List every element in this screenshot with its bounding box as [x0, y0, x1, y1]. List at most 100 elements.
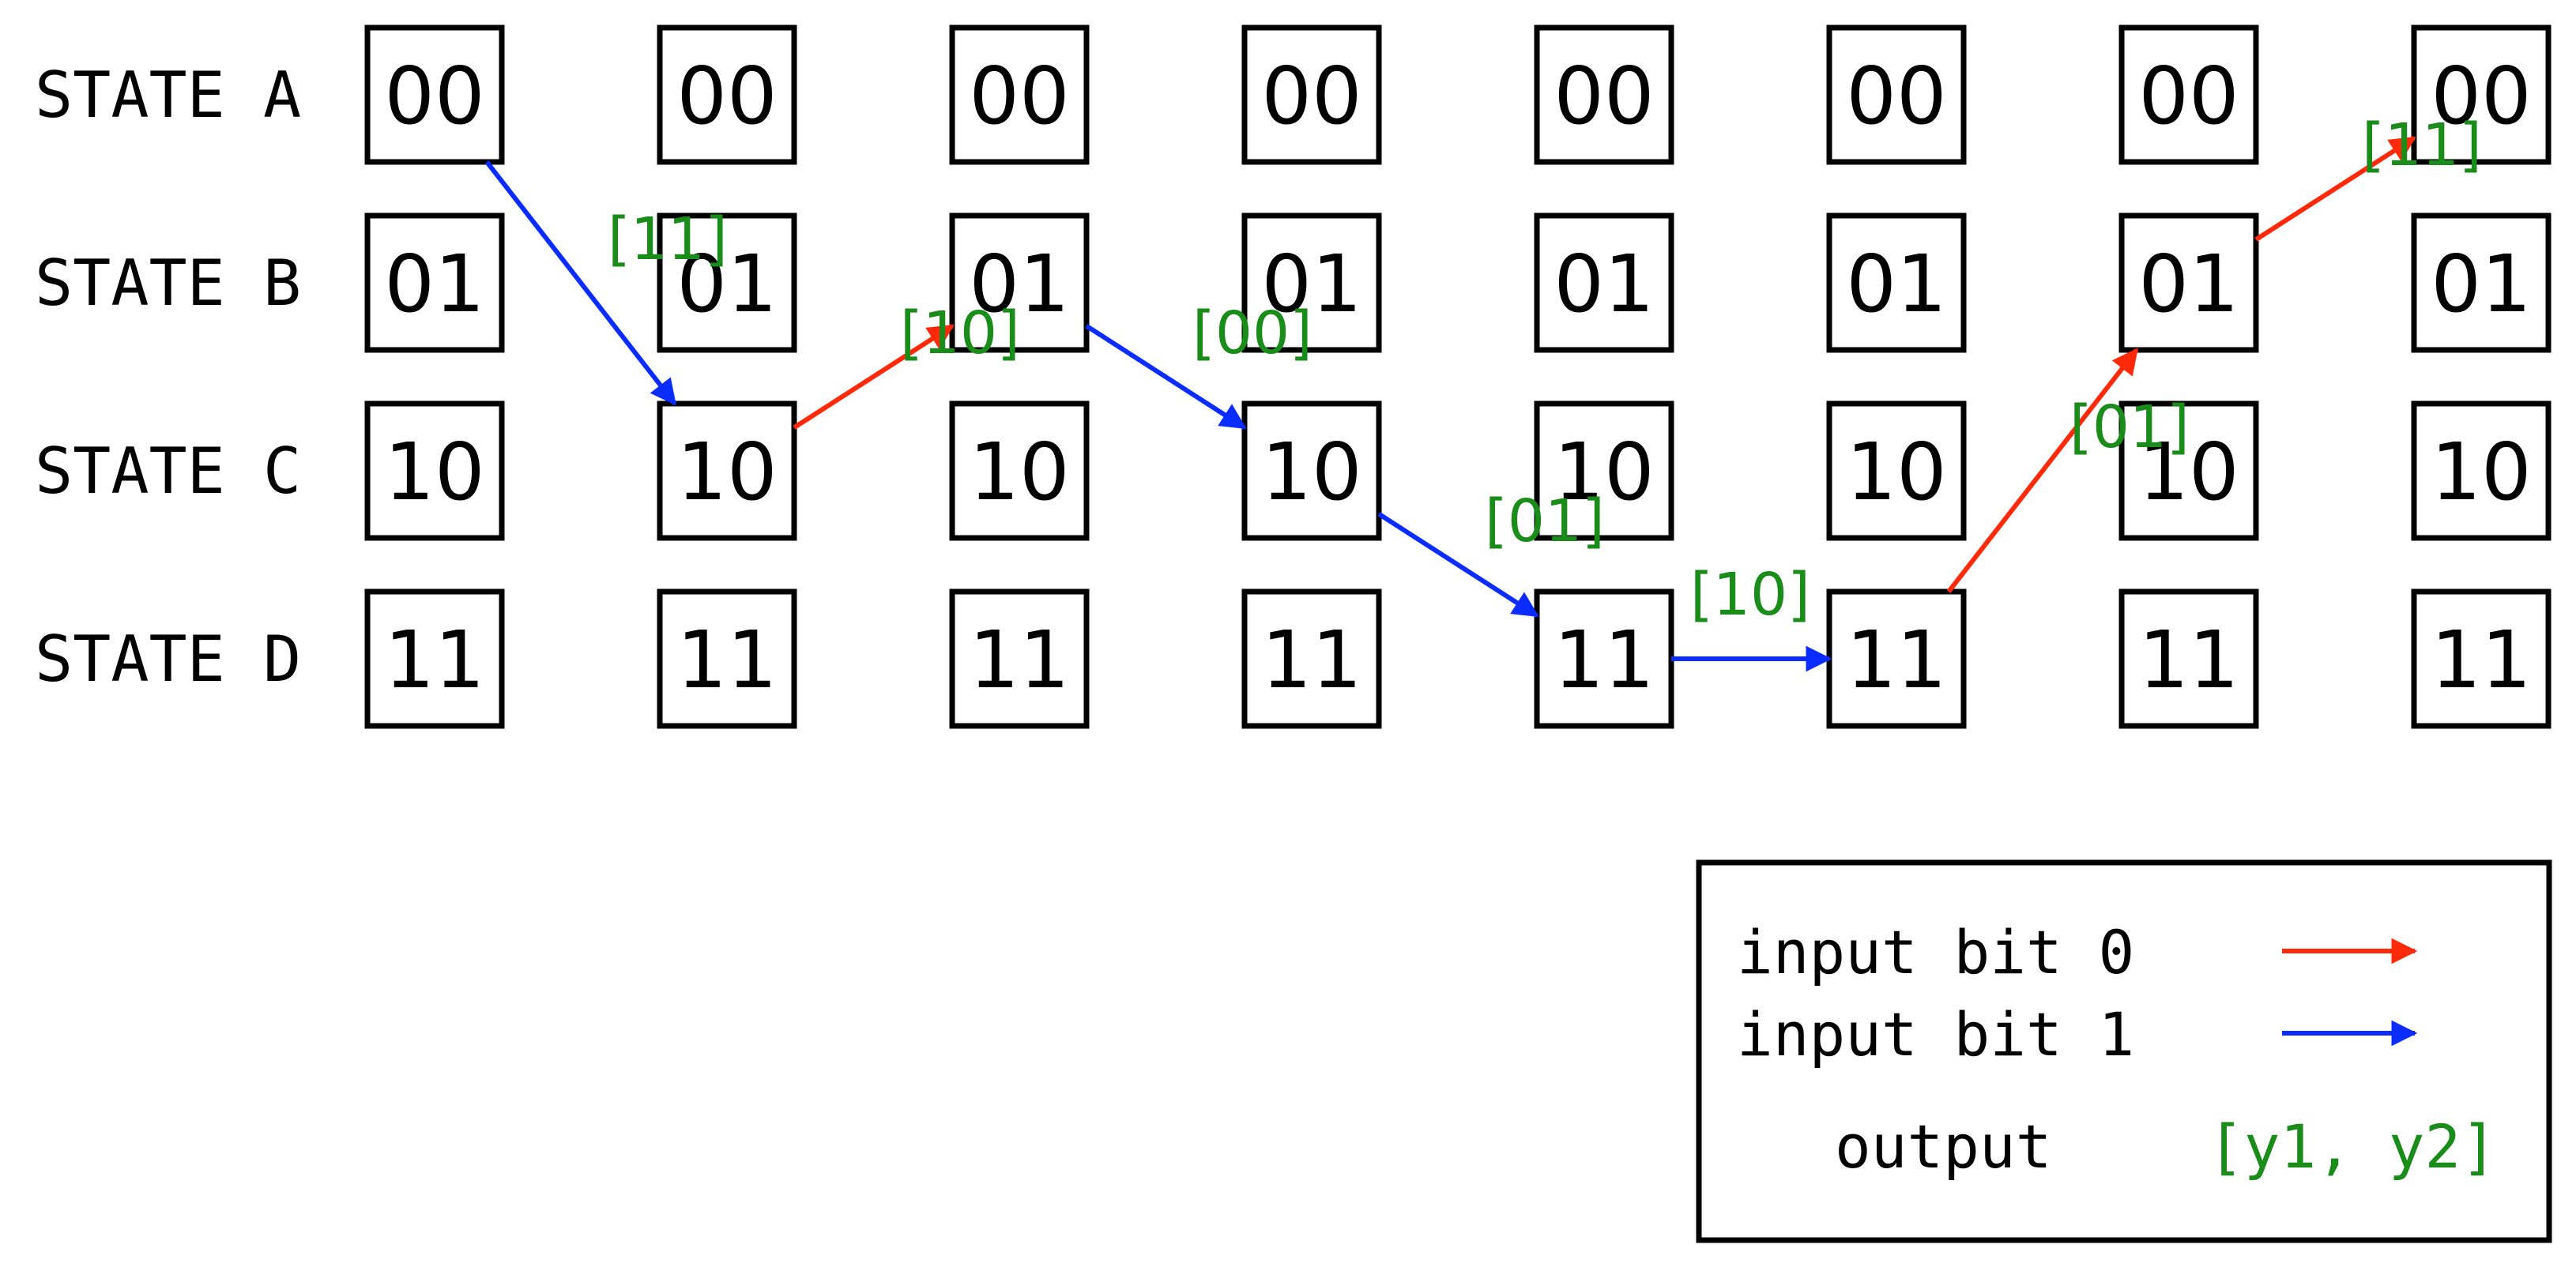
node-code: 11 — [1554, 614, 1654, 706]
node-code: 10 — [2138, 426, 2239, 518]
node-code: 00 — [676, 50, 777, 142]
output-label: [10] — [1690, 561, 1810, 629]
trellis-node: 10 — [1241, 400, 1382, 541]
node-box — [949, 24, 1090, 165]
node-code: 10 — [1846, 426, 1946, 518]
node-box — [2118, 400, 2259, 541]
trellis-node: 00 — [949, 24, 1090, 165]
transition-arrow-input-1 — [484, 160, 677, 406]
trellis-node: 11 — [1534, 588, 1674, 729]
trellis-node: 11 — [2411, 588, 2552, 729]
output-label: [00] — [1192, 299, 1312, 367]
node-box — [657, 400, 797, 541]
trellis-node: 10 — [2118, 400, 2259, 541]
trellis-node: 10 — [1534, 400, 1674, 541]
trellis-node: 10 — [2411, 400, 2552, 541]
trellis-node: 01 — [1241, 212, 1382, 353]
trellis-node: 00 — [1826, 24, 1967, 165]
node-code: 01 — [2138, 238, 2239, 330]
legend-input-bit-0-label: input bit 0 — [1737, 917, 2134, 987]
node-box — [1826, 400, 1967, 541]
trellis-node: 11 — [949, 588, 1090, 729]
node-box — [1241, 400, 1382, 541]
legend-frame — [1696, 859, 2552, 1243]
node-box — [364, 212, 505, 353]
node-code: 10 — [1554, 426, 1654, 518]
trellis-node: 01 — [1826, 212, 1967, 353]
output-label: [01] — [2069, 393, 2190, 461]
node-box — [2411, 400, 2552, 541]
node-box — [1241, 588, 1382, 729]
transition-arrow-input-1 — [1377, 512, 1539, 618]
trellis-node: 01 — [949, 212, 1090, 353]
trellis-node: 10 — [364, 400, 505, 541]
trellis-node: 00 — [2118, 24, 2259, 165]
node-code: 10 — [2431, 426, 2531, 518]
node-box — [1826, 24, 1967, 165]
node-code: 11 — [1261, 614, 1361, 706]
trellis-node: 10 — [657, 400, 797, 541]
node-code: 01 — [676, 238, 777, 330]
node-code: 10 — [384, 426, 484, 518]
trellis-node: 00 — [2411, 24, 2552, 165]
node-box — [364, 400, 505, 541]
node-box — [2411, 212, 2552, 353]
trellis-node: 01 — [657, 212, 797, 353]
node-box — [1534, 24, 1674, 165]
node-code: 10 — [676, 426, 777, 518]
node-code: 01 — [2431, 238, 2531, 330]
output-label: [11] — [2362, 111, 2482, 179]
trellis-node: 01 — [364, 212, 505, 353]
node-code: 11 — [969, 614, 1069, 706]
transition-arrow-input-1 — [1085, 324, 1247, 430]
node-box — [364, 588, 505, 729]
node-code: 00 — [969, 50, 1069, 142]
node-box — [1534, 400, 1674, 541]
node-code: 00 — [384, 50, 484, 142]
node-box — [1826, 588, 1967, 729]
node-box — [949, 212, 1090, 353]
trellis-node: 10 — [949, 400, 1090, 541]
node-box — [949, 588, 1090, 729]
node-code: 00 — [1846, 50, 1946, 142]
trellis-node: 11 — [364, 588, 505, 729]
output-label: [10] — [900, 299, 1020, 367]
node-box — [1241, 212, 1382, 353]
node-code: 01 — [1554, 238, 1654, 330]
node-box — [2118, 588, 2259, 729]
node-box — [1534, 588, 1674, 729]
state-label: STATE C — [35, 434, 301, 508]
trellis-node: 00 — [364, 24, 505, 165]
node-code: 11 — [1846, 614, 1946, 706]
trellis-node: 10 — [1826, 400, 1967, 541]
trellis-node: 11 — [1826, 588, 1967, 729]
node-box — [1826, 212, 1967, 353]
node-box — [2118, 24, 2259, 165]
trellis-node: 01 — [1534, 212, 1674, 353]
trellis-nodes: 00 01 10 11 00 01 10 11 00 01 10 11 00 01 10 11 00 01 10 11… — [364, 24, 2552, 729]
node-box — [2118, 212, 2259, 353]
node-code: 11 — [2431, 614, 2531, 706]
node-code: 00 — [1261, 50, 1361, 142]
legend-output-label: output — [1835, 1111, 2052, 1182]
trellis-node: 00 — [1241, 24, 1382, 165]
transition-arrow-input-0 — [793, 324, 955, 430]
node-box — [2411, 24, 2552, 165]
legend-input-bit-1-label: input bit 1 — [1737, 999, 2134, 1070]
trellis-node: 00 — [657, 24, 797, 165]
trellis-node: 01 — [2411, 212, 2552, 353]
legend: input bit 0 input bit 1 output [y1, y2] — [1696, 859, 2552, 1243]
transition-arrow-input-0 — [1946, 348, 2139, 593]
node-code: 01 — [969, 238, 1069, 330]
node-code: 11 — [384, 614, 484, 706]
node-box — [1534, 212, 1674, 353]
trellis-path — [484, 136, 2416, 672]
node-code: 00 — [2431, 50, 2531, 142]
node-code: 10 — [969, 426, 1069, 518]
state-label: STATE B — [35, 246, 301, 320]
trellis-node: 11 — [1241, 588, 1382, 729]
trellis-node: 11 — [2118, 588, 2259, 729]
node-code: 01 — [384, 238, 484, 330]
node-code: 01 — [1846, 238, 1946, 330]
